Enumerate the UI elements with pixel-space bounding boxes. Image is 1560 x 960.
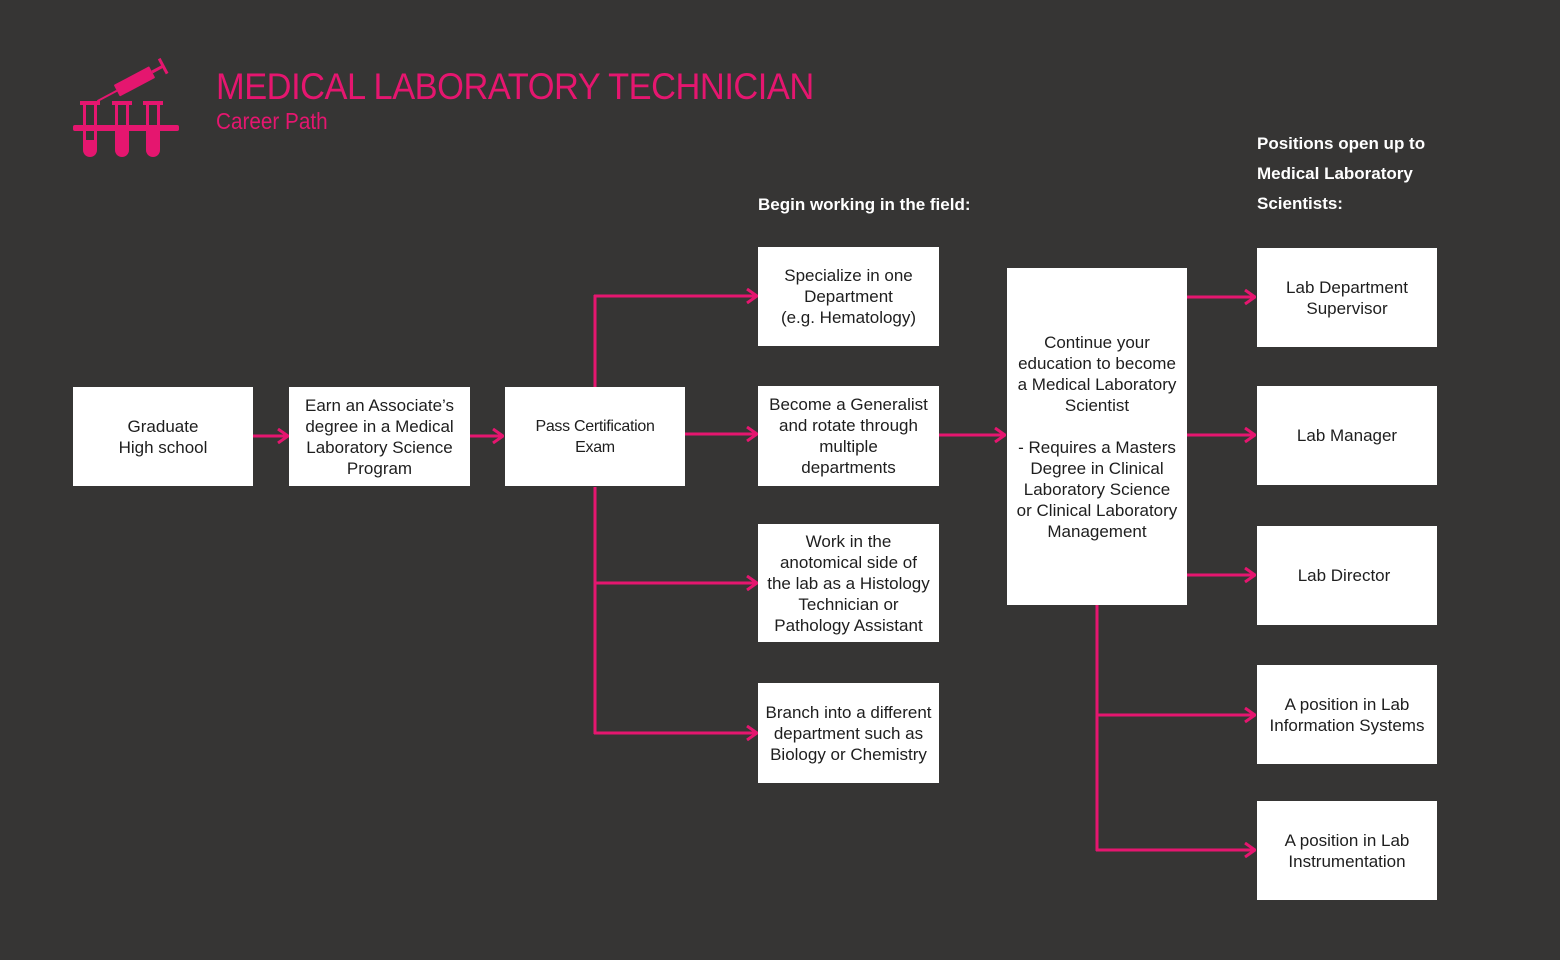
position-text: A position in Lab Information Systems <box>1269 694 1425 735</box>
field-option-branch: Branch into a different department such … <box>758 683 939 783</box>
field-option-text: Become a Generalist and rotate through m… <box>769 395 928 477</box>
field-option-text: Specialize in one Department (e.g. Hemat… <box>780 266 917 327</box>
position-supervisor: Lab Department Supervisor <box>1257 248 1437 347</box>
step-graduate-text: Graduate High school <box>118 416 208 457</box>
position-text: A position in Lab Instrumentation <box>1284 830 1410 871</box>
field-section-label: Begin working in the field: <box>758 195 971 214</box>
education-box: Continue your education to become a Medi… <box>1007 268 1187 605</box>
position-text: Lab Department Supervisor <box>1286 277 1408 318</box>
step-certification-box: Pass Certification Exam <box>505 387 685 486</box>
field-option-anatomical: Work in the anotomical side of the lab a… <box>758 524 939 642</box>
step-graduate-box: Graduate High school <box>73 387 253 486</box>
syringe-test-tubes-icon <box>73 57 179 157</box>
positions-section-label: Positions open up to Medical Laboratory … <box>1257 134 1426 213</box>
position-manager: Lab Manager <box>1257 386 1437 485</box>
page-subtitle: Career Path <box>216 108 328 134</box>
step-certification-text: Pass Certification Exam <box>535 417 655 456</box>
position-instrumentation: A position in Lab Instrumentation <box>1257 801 1437 900</box>
field-option-text: Work in the anotomical side of the lab a… <box>767 531 930 635</box>
education-text: Continue your education to become a Medi… <box>1016 332 1178 541</box>
field-option-specialize: Specialize in one Department (e.g. Hemat… <box>758 247 939 346</box>
position-director: Lab Director <box>1257 526 1437 625</box>
step-associate-text: Earn an Associate’s degree in a Medical … <box>305 395 454 478</box>
step-associate-box: Earn an Associate’s degree in a Medical … <box>289 387 470 486</box>
field-option-generalist: Become a Generalist and rotate through m… <box>758 386 939 486</box>
position-text: Lab Manager <box>1296 426 1398 445</box>
page-title: MEDICAL LABORATORY TECHNICIAN <box>216 66 814 107</box>
position-info-systems: A position in Lab Information Systems <box>1257 665 1437 764</box>
field-option-text: Branch into a different department such … <box>765 702 932 764</box>
position-text: Lab Director <box>1297 566 1391 585</box>
